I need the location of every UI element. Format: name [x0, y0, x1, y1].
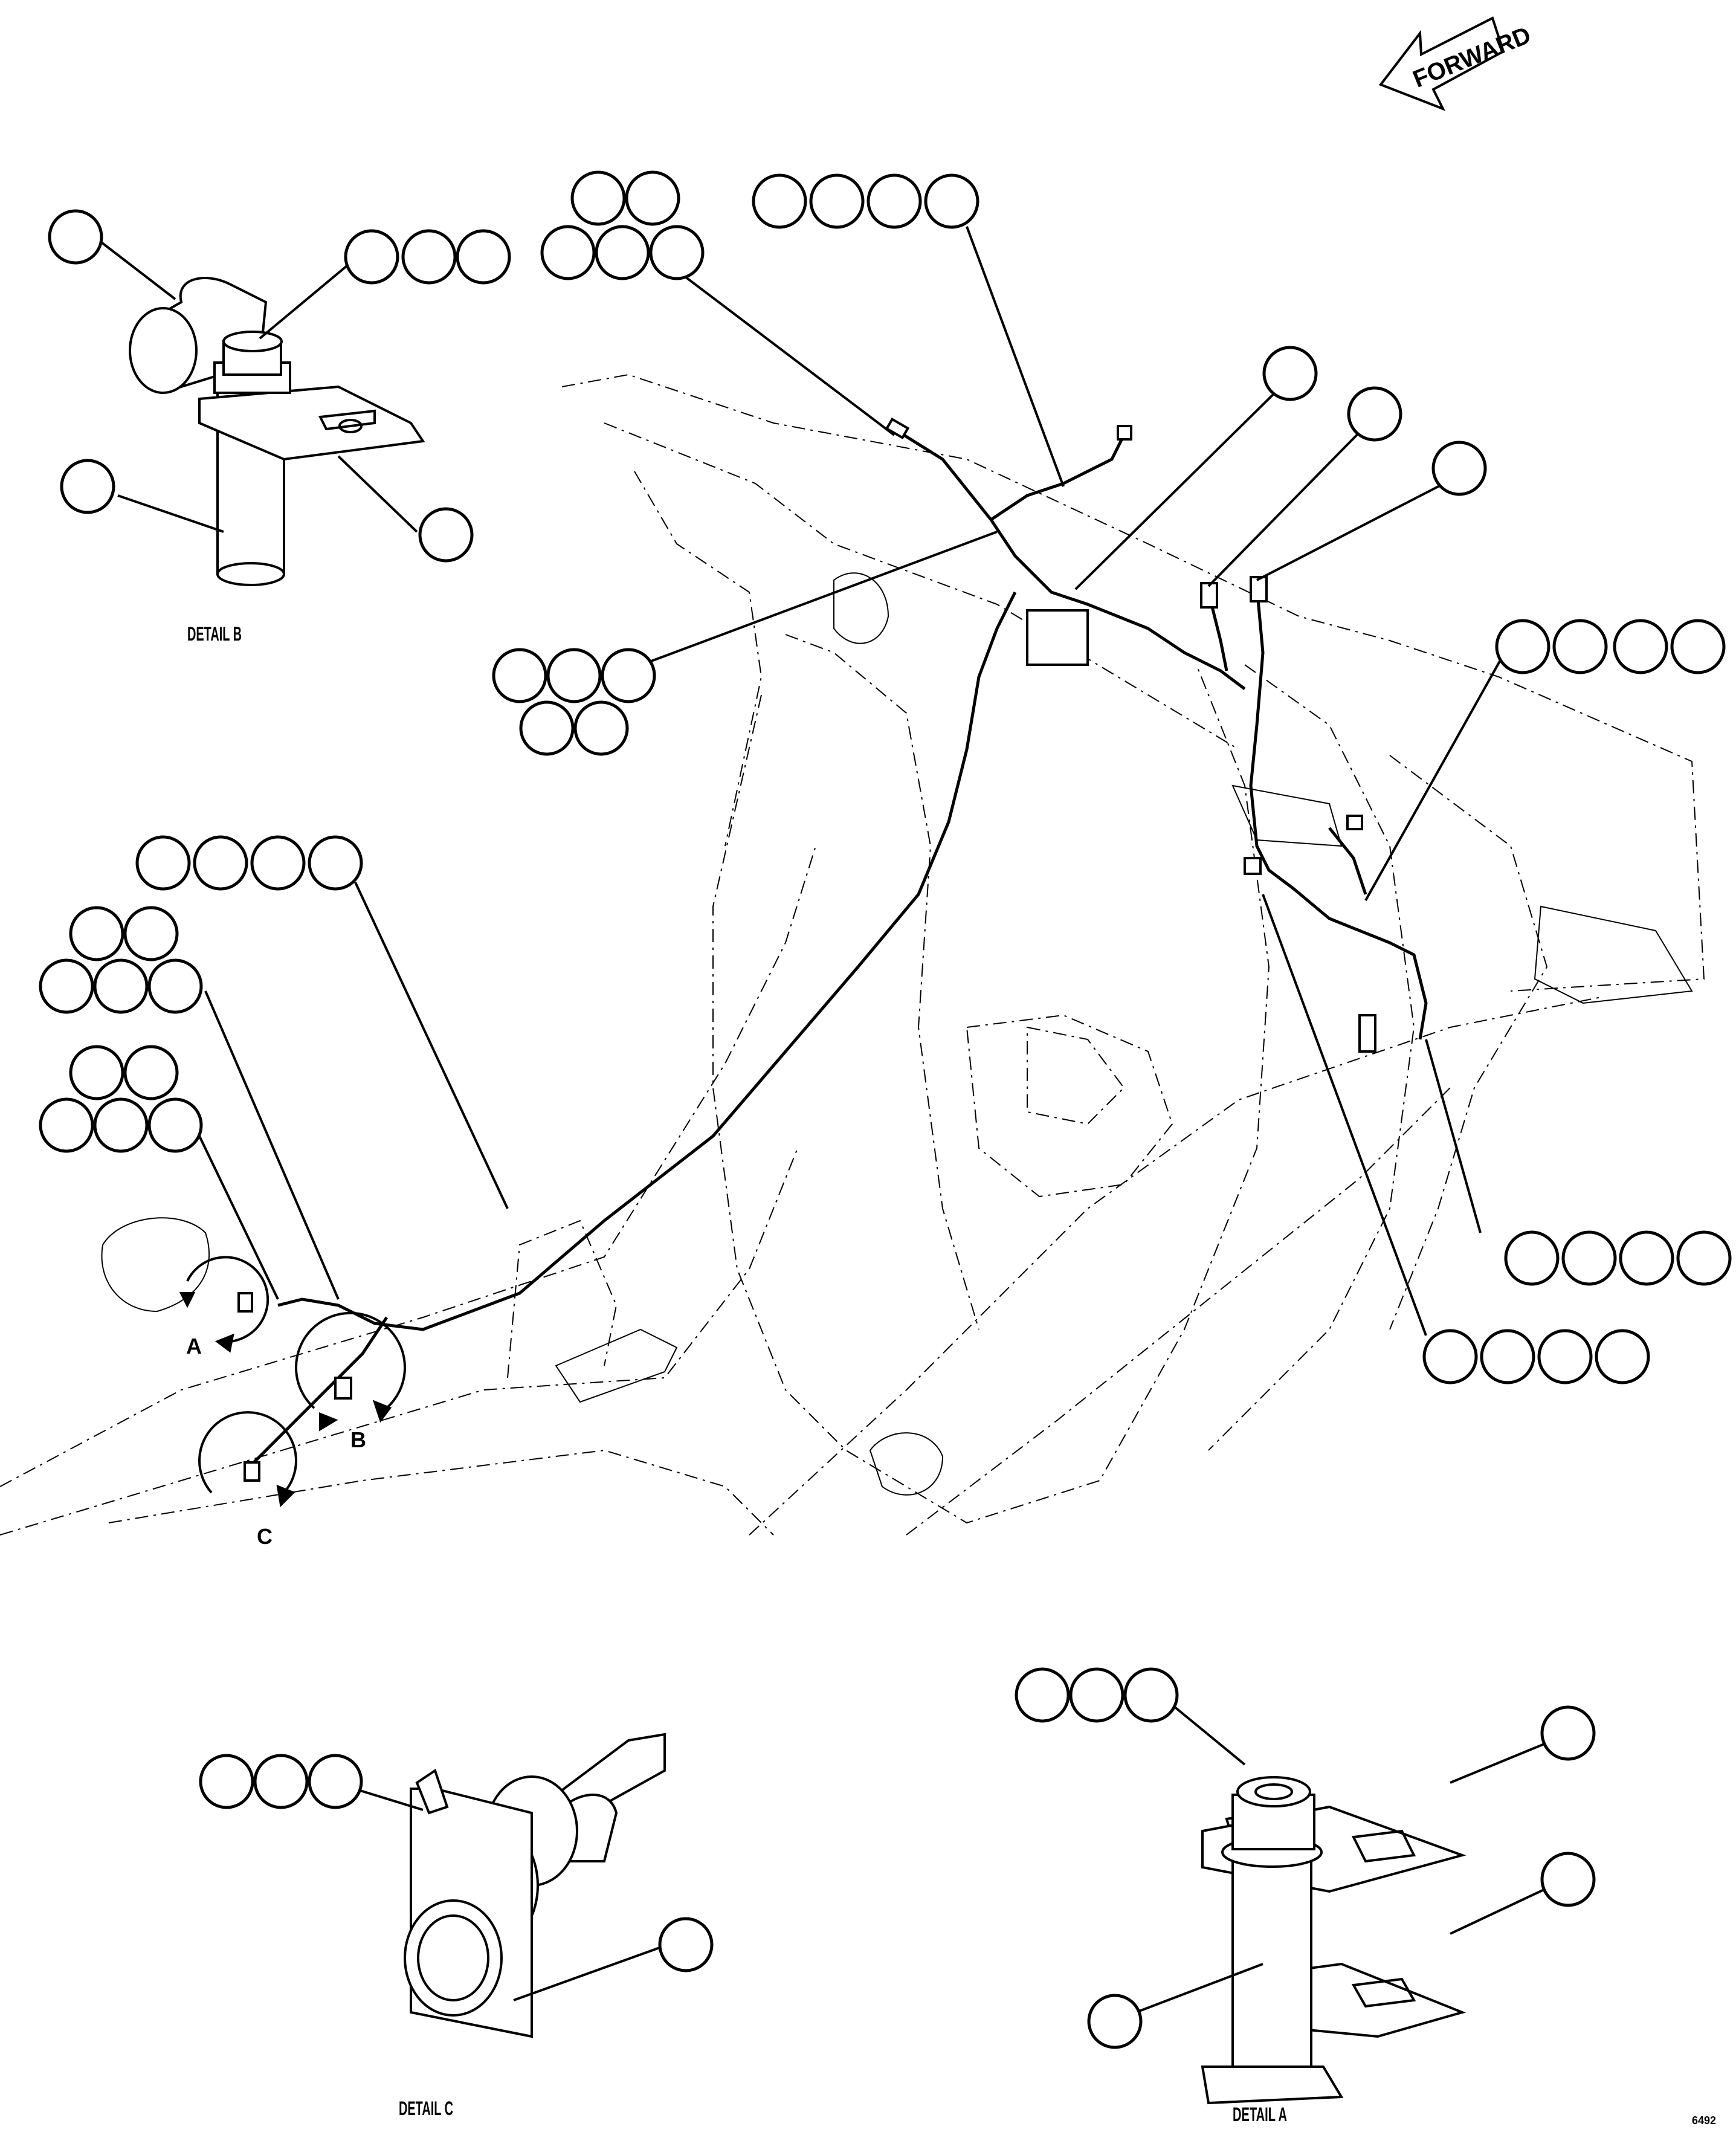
detail-a-title: DETAIL A	[1233, 2104, 1287, 2125]
detail-view-marker-c	[198, 1411, 297, 1508]
item-bubble	[193, 835, 248, 891]
item-bubble	[69, 906, 124, 961]
sheet-id: 6492	[1692, 2114, 1716, 2127]
item-bubble	[540, 225, 596, 280]
item-bubble	[147, 958, 203, 1014]
item-bubble	[1540, 1705, 1596, 1761]
item-bubble	[456, 229, 511, 285]
item-bubble	[39, 1097, 94, 1153]
item-bubble	[308, 835, 363, 891]
detail-a-assembly	[1201, 1776, 1467, 2105]
item-bubble	[1595, 1329, 1650, 1384]
item-bubble	[1262, 346, 1318, 401]
item-bubble	[93, 958, 149, 1014]
harness-connectors	[237, 417, 1376, 1482]
item-bubble	[123, 1045, 179, 1100]
item-bubble	[546, 648, 602, 703]
item-bubble	[1670, 619, 1726, 674]
item-bubble	[418, 507, 474, 563]
item-bubble	[1676, 1230, 1732, 1286]
view-marker-c: C	[257, 1524, 273, 1549]
item-bubble	[1552, 619, 1608, 674]
detail-view-marker-a	[179, 1256, 269, 1353]
detail-b-assembly	[129, 277, 425, 586]
item-bubble	[1537, 1329, 1593, 1384]
detail-view-marker-b	[295, 1312, 406, 1432]
item-bubble	[1480, 1329, 1535, 1384]
view-marker-a: A	[186, 1334, 202, 1358]
item-bubble	[344, 229, 399, 285]
item-bubble	[595, 225, 650, 280]
item-bubble	[1015, 1667, 1070, 1723]
item-bubble	[123, 906, 179, 961]
item-bubble	[1069, 1667, 1125, 1723]
view-marker-b: B	[350, 1427, 366, 1452]
item-bubble	[1431, 441, 1487, 496]
item-bubble	[1495, 619, 1550, 674]
item-bubble	[752, 173, 807, 229]
item-bubble	[93, 1097, 149, 1153]
item-bubble	[625, 170, 680, 226]
item-bubble	[866, 173, 922, 229]
item-bubble	[60, 459, 115, 514]
leader-lines	[95, 226, 1554, 2014]
item-bubble	[1561, 1230, 1617, 1286]
item-bubble	[1123, 1667, 1179, 1723]
item-bubble	[573, 700, 629, 756]
item-bubble	[601, 648, 656, 703]
item-bubble	[135, 835, 191, 891]
item-bubble	[1540, 1852, 1596, 1907]
forward-arrow-icon	[1378, 16, 1505, 111]
item-bubble	[492, 648, 547, 703]
item-bubble	[199, 1754, 254, 1809]
item-bubble	[658, 1917, 714, 1972]
item-bubble	[147, 1097, 203, 1153]
item-bubble	[39, 958, 94, 1014]
item-bubble	[250, 835, 306, 891]
item-bubble	[924, 173, 979, 229]
item-bubble	[1087, 1994, 1143, 2049]
item-bubble	[69, 1045, 124, 1100]
item-bubbles	[39, 170, 1732, 2049]
item-bubble	[1619, 1230, 1674, 1286]
item-bubble	[1613, 619, 1668, 674]
item-bubble	[308, 1754, 363, 1809]
detail-b-title: DETAIL B	[187, 623, 242, 645]
detail-c-title: DETAIL C	[399, 2098, 453, 2119]
item-bubble	[570, 170, 626, 226]
item-bubble	[809, 173, 865, 229]
item-bubble	[1422, 1329, 1478, 1384]
item-bubble	[649, 225, 705, 280]
item-bubble	[1347, 386, 1402, 442]
item-bubble	[401, 229, 457, 285]
item-bubble	[253, 1754, 309, 1809]
machine-frame	[0, 373, 1705, 1536]
item-bubble	[519, 700, 575, 756]
item-bubble	[48, 209, 103, 265]
item-bubble	[1504, 1230, 1560, 1286]
detail-c-assembly	[404, 1733, 666, 2038]
